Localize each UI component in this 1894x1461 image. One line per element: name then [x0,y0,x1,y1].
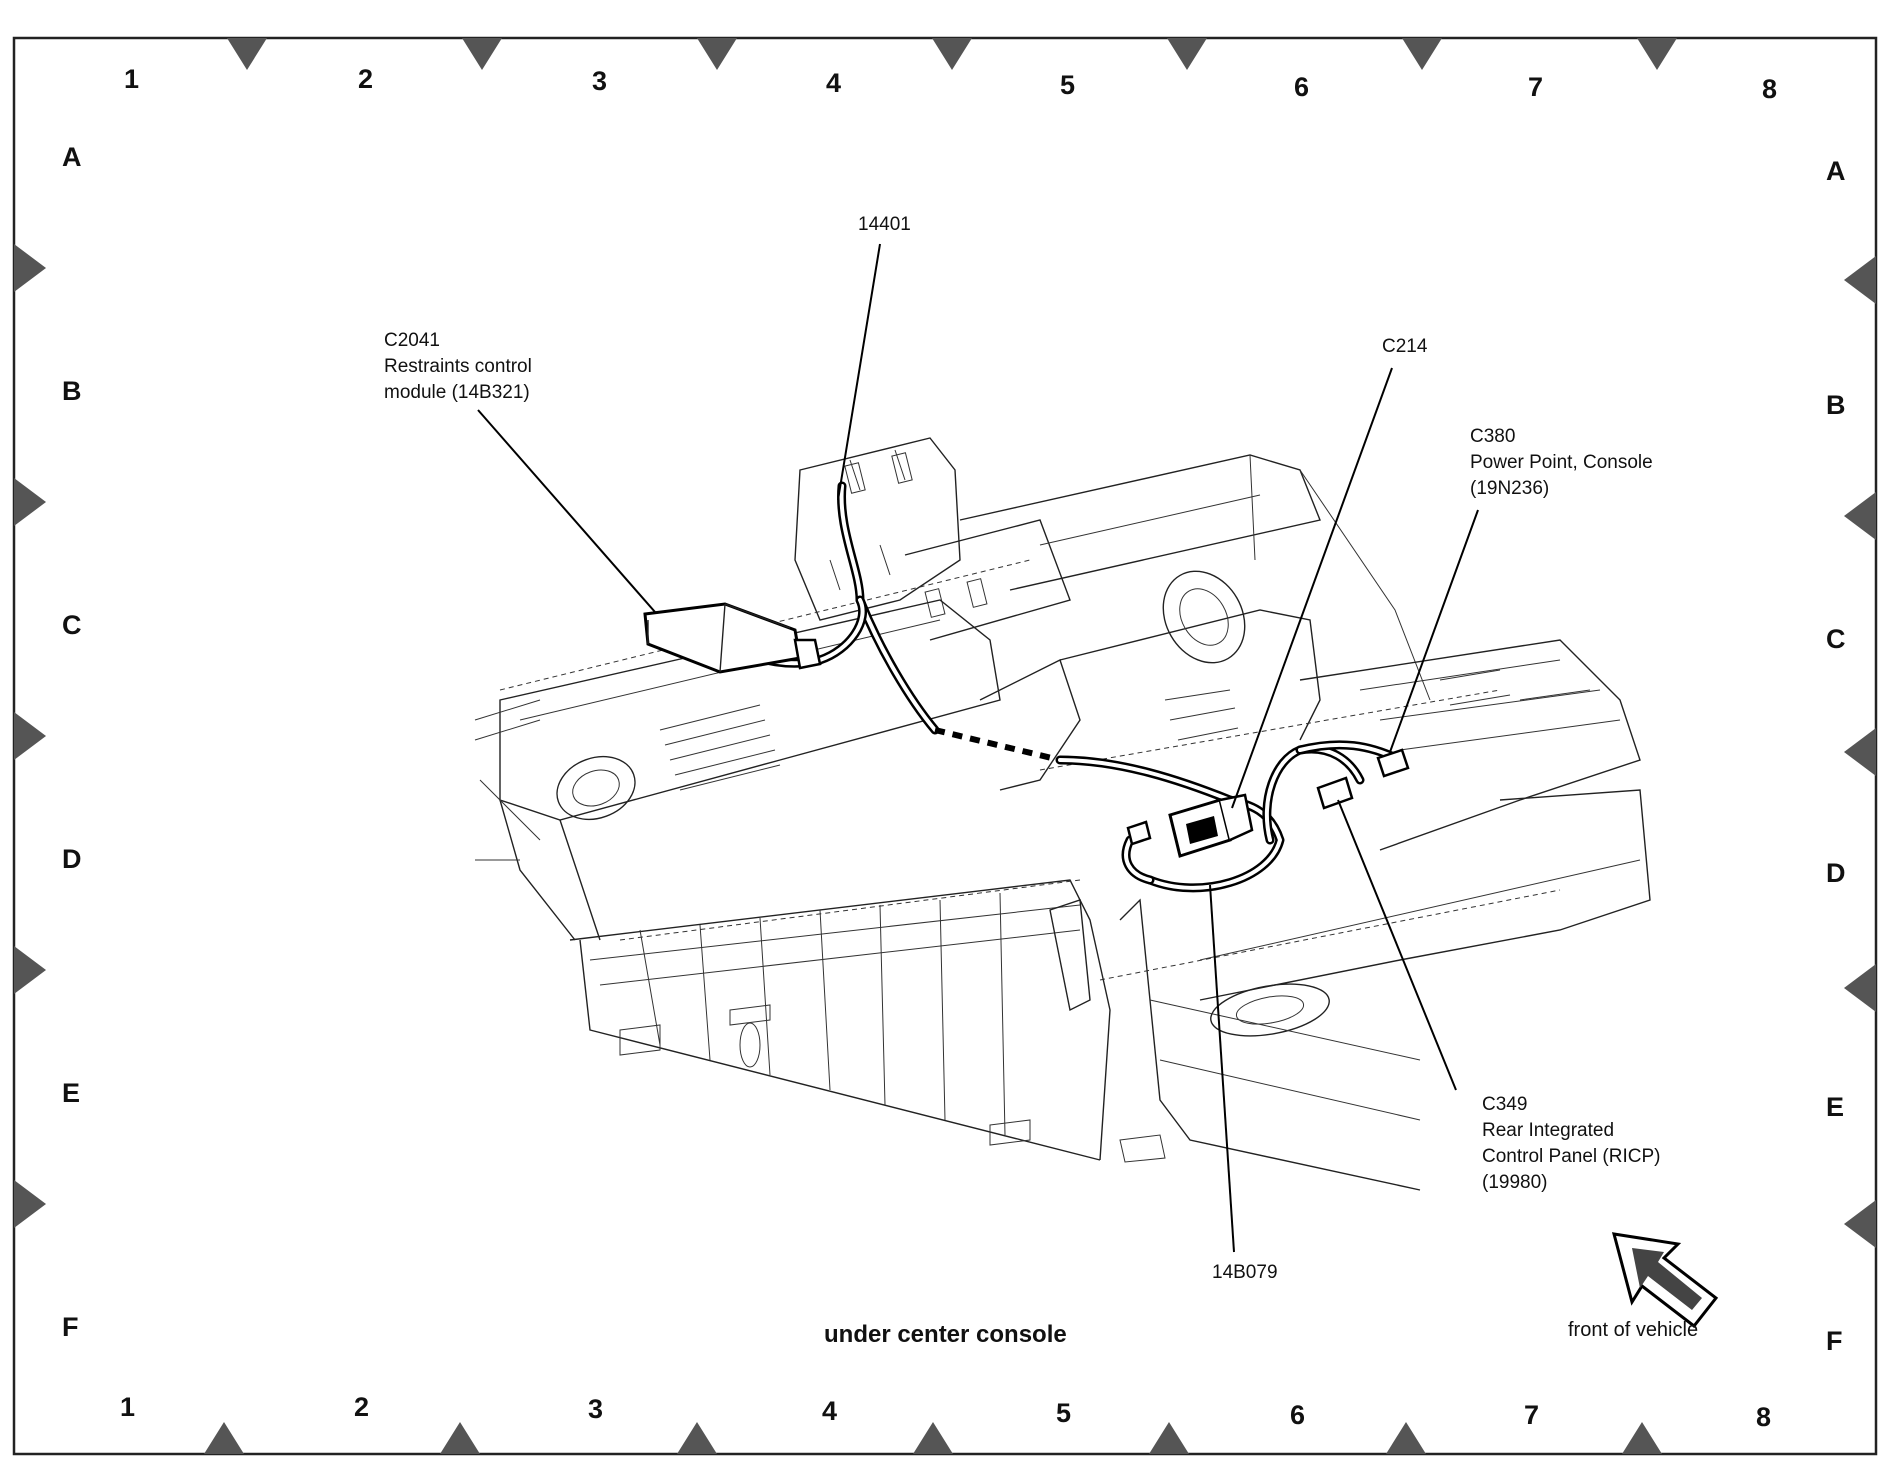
leader-lines [477,243,1479,1253]
callout-c2041-line-3: module (14B321) [384,382,530,403]
col-label-bottom-3: 3 [588,1394,603,1424]
top-marker-6 [1402,38,1442,70]
leader-c349 [1337,799,1457,1091]
row-label-left-d: D [62,844,82,874]
leader-c214 [1231,367,1393,809]
col-label-bottom-6: 6 [1290,1400,1305,1430]
leader-c2041 [477,409,656,613]
bottom-marker-7 [1622,1422,1662,1454]
row-label-right-d: D [1826,858,1846,888]
row-label-left-a: A [62,142,82,172]
left-marker-4 [14,946,46,994]
callout-c349-line-4: (19980) [1482,1172,1548,1193]
connectors [643,602,1410,858]
row-label-right-f: F [1826,1326,1843,1356]
top-marker-2 [462,38,502,70]
bottom-marker-4 [913,1422,953,1454]
wiring-harness-14b079 [730,481,1405,893]
callout-14401: 14401 [858,214,911,235]
leader-14401 [837,243,881,501]
grid-column-labels-top: 1 2 3 4 5 6 7 8 [124,64,1777,104]
bottom-marker-2 [440,1422,480,1454]
col-label-top-7: 7 [1528,72,1543,102]
col-label-bottom-8: 8 [1756,1402,1771,1432]
vehicle-floor-structure [474,437,1651,1191]
callout-c349-line-3: Control Panel (RICP) [1482,1146,1660,1167]
callout-c349-line-1: C349 [1482,1094,1527,1115]
callout-c2041: C2041 Restraints control module (14B321) [384,330,532,403]
right-marker-4 [1844,964,1876,1012]
right-marker-5 [1844,1200,1876,1248]
row-label-right-e: E [1826,1092,1844,1122]
c349-connector [1316,776,1354,810]
left-marker-1 [14,244,46,292]
leader-14b079 [1209,884,1235,1253]
front-direction-arrow-icon [1611,1232,1719,1329]
col-label-top-1: 1 [124,64,139,94]
col-label-bottom-7: 7 [1524,1400,1539,1430]
right-marker-3 [1844,728,1876,776]
callout-c380: C380 Power Point, Console (19N236) [1470,426,1653,499]
top-marker-7 [1637,38,1677,70]
callout-c380-line-2: Power Point, Console [1470,452,1653,473]
col-label-top-4: 4 [826,68,841,98]
col-label-top-6: 6 [1294,72,1309,102]
leader-c380 [1389,509,1479,753]
bottom-marker-3 [677,1422,717,1454]
grid-row-labels-left: A B C D E F [62,142,82,1342]
left-marker-2 [14,478,46,526]
callout-c2041-line-2: Restraints control [384,356,532,377]
left-marker-3 [14,712,46,760]
bottom-marker-1 [204,1422,244,1454]
col-label-bottom-5: 5 [1056,1398,1071,1428]
callout-c214: C214 [1382,336,1428,357]
c380-connector [1376,748,1410,778]
col-label-top-5: 5 [1060,70,1075,100]
row-label-left-f: F [62,1312,79,1342]
row-label-right-c: C [1826,624,1846,654]
grid-markers [14,38,1876,1454]
callout-c2041-line-1: C2041 [384,330,440,351]
grid-row-labels-right: A B C D E F [1826,156,1846,1356]
row-label-left-b: B [62,376,82,406]
col-label-top-3: 3 [592,66,607,96]
col-label-top-8: 8 [1762,74,1777,104]
top-marker-1 [227,38,267,70]
callout-c380-line-1: C380 [1470,426,1515,447]
row-label-right-b: B [1826,390,1846,420]
diagram-border [12,36,1878,1456]
diagram-caption: under center console [824,1321,1067,1348]
row-label-left-c: C [62,610,82,640]
right-marker-2 [1844,492,1876,540]
top-marker-5 [1167,38,1207,70]
bottom-marker-5 [1149,1422,1189,1454]
col-label-bottom-4: 4 [822,1396,837,1426]
col-label-top-2: 2 [358,64,373,94]
col-label-bottom-1: 1 [120,1392,135,1422]
callout-c349: C349 Rear Integrated Control Panel (RICP… [1482,1094,1660,1193]
col-label-bottom-2: 2 [354,1392,369,1422]
callout-c380-line-3: (19N236) [1470,478,1549,499]
front-of-vehicle-label: front of vehicle [1568,1319,1698,1341]
left-marker-5 [14,1180,46,1228]
callout-c349-line-2: Rear Integrated [1482,1120,1614,1141]
top-marker-3 [697,38,737,70]
right-marker-1 [1844,256,1876,304]
callout-14b079: 14B079 [1212,1262,1278,1283]
row-label-left-e: E [62,1078,80,1108]
bottom-marker-6 [1386,1422,1426,1454]
top-marker-4 [932,38,972,70]
grid-column-labels-bottom: 1 2 3 4 5 6 7 8 [120,1392,1771,1432]
row-label-right-a: A [1826,156,1846,186]
